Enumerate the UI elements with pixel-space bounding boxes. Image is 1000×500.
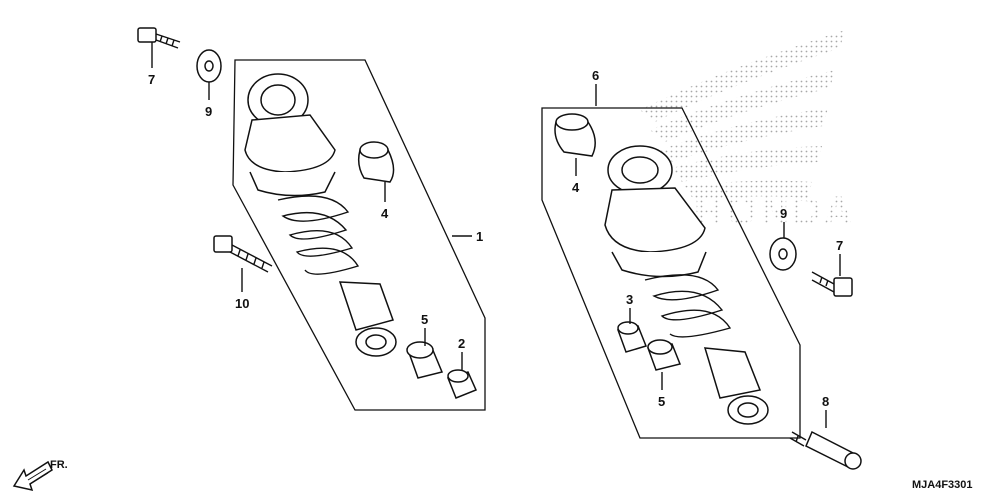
assembly-box-right bbox=[541, 107, 801, 439]
bushing-4-left bbox=[357, 141, 395, 183]
callout-5-left: 5 bbox=[421, 312, 428, 327]
callout-4-right: 4 bbox=[572, 180, 580, 195]
callout-3: 3 bbox=[626, 292, 633, 307]
bolt-7-left bbox=[137, 27, 181, 49]
assembly-box-left bbox=[232, 59, 486, 411]
washer-9-left bbox=[196, 49, 222, 83]
bolt-10-left bbox=[213, 235, 273, 273]
callout-1: 1 bbox=[476, 229, 483, 244]
bushing-5-left bbox=[406, 341, 444, 379]
callout-10: 10 bbox=[235, 296, 249, 311]
callout-5-right: 5 bbox=[658, 394, 665, 409]
callout-6: 6 bbox=[592, 68, 599, 83]
bushing-4-right bbox=[554, 113, 596, 157]
callout-7-right: 7 bbox=[836, 238, 843, 253]
front-direction-indicator: FR. bbox=[12, 459, 68, 492]
collar-3-right bbox=[616, 321, 648, 353]
diagram-code: MJA4F3301 bbox=[912, 479, 973, 491]
bolt-7-right bbox=[811, 271, 853, 297]
bushing-5-right bbox=[646, 339, 682, 371]
callout-4-left: 4 bbox=[381, 206, 389, 221]
shock-absorber-left bbox=[244, 73, 397, 357]
callout-7-left: 7 bbox=[148, 72, 155, 87]
front-arrow-icon bbox=[12, 460, 53, 492]
front-label: FR. bbox=[50, 459, 68, 471]
shock-absorber-right bbox=[604, 145, 769, 425]
callout-8: 8 bbox=[822, 394, 829, 409]
callout-2: 2 bbox=[458, 336, 465, 351]
collar-2-left bbox=[446, 369, 478, 399]
callout-labels: 7 9 1 4 10 5 2 6 4 9 7 3 5 8 bbox=[148, 68, 843, 409]
callout-9-right: 9 bbox=[780, 206, 787, 221]
stud-8-right bbox=[789, 430, 862, 470]
washer-9-right bbox=[769, 237, 797, 271]
callout-9-left: 9 bbox=[205, 104, 212, 119]
honda-logo-text: HONDA bbox=[694, 189, 856, 233]
leader-lines bbox=[151, 42, 841, 428]
honda-wing-logo: HONDA bbox=[640, 30, 856, 233]
